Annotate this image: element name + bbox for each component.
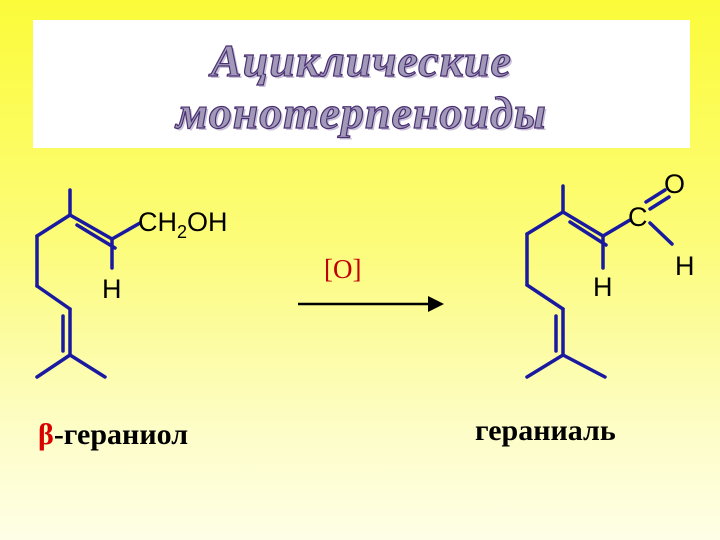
product-name: гераниаль [475,414,616,447]
title-line-2: монотерпеноиды [176,86,547,138]
product-o-label: O [664,169,685,199]
title-box: Ациклические монотерпеноиды [33,20,690,148]
product-labels: C O H H [593,169,695,302]
reactant-labels: CH2OH H [102,207,228,304]
product-skeleton [525,184,674,379]
reagent-label: [O] [324,254,361,284]
reaction-arrow [298,296,444,312]
reactant-h-label: H [102,274,122,304]
reactant-ch2-label: CH2OH [138,207,228,242]
product-alpha-h-label: H [593,272,613,302]
reactant-name: β-гераниол [38,418,188,452]
product-c-label: C [628,202,648,232]
reactant-skeleton [35,188,142,379]
reactant-name-text: -гераниол [53,418,189,451]
title-line-1: Ациклические [210,34,512,86]
product-aldehyde-h-label: H [675,251,695,281]
beta-symbol: β [38,418,54,451]
